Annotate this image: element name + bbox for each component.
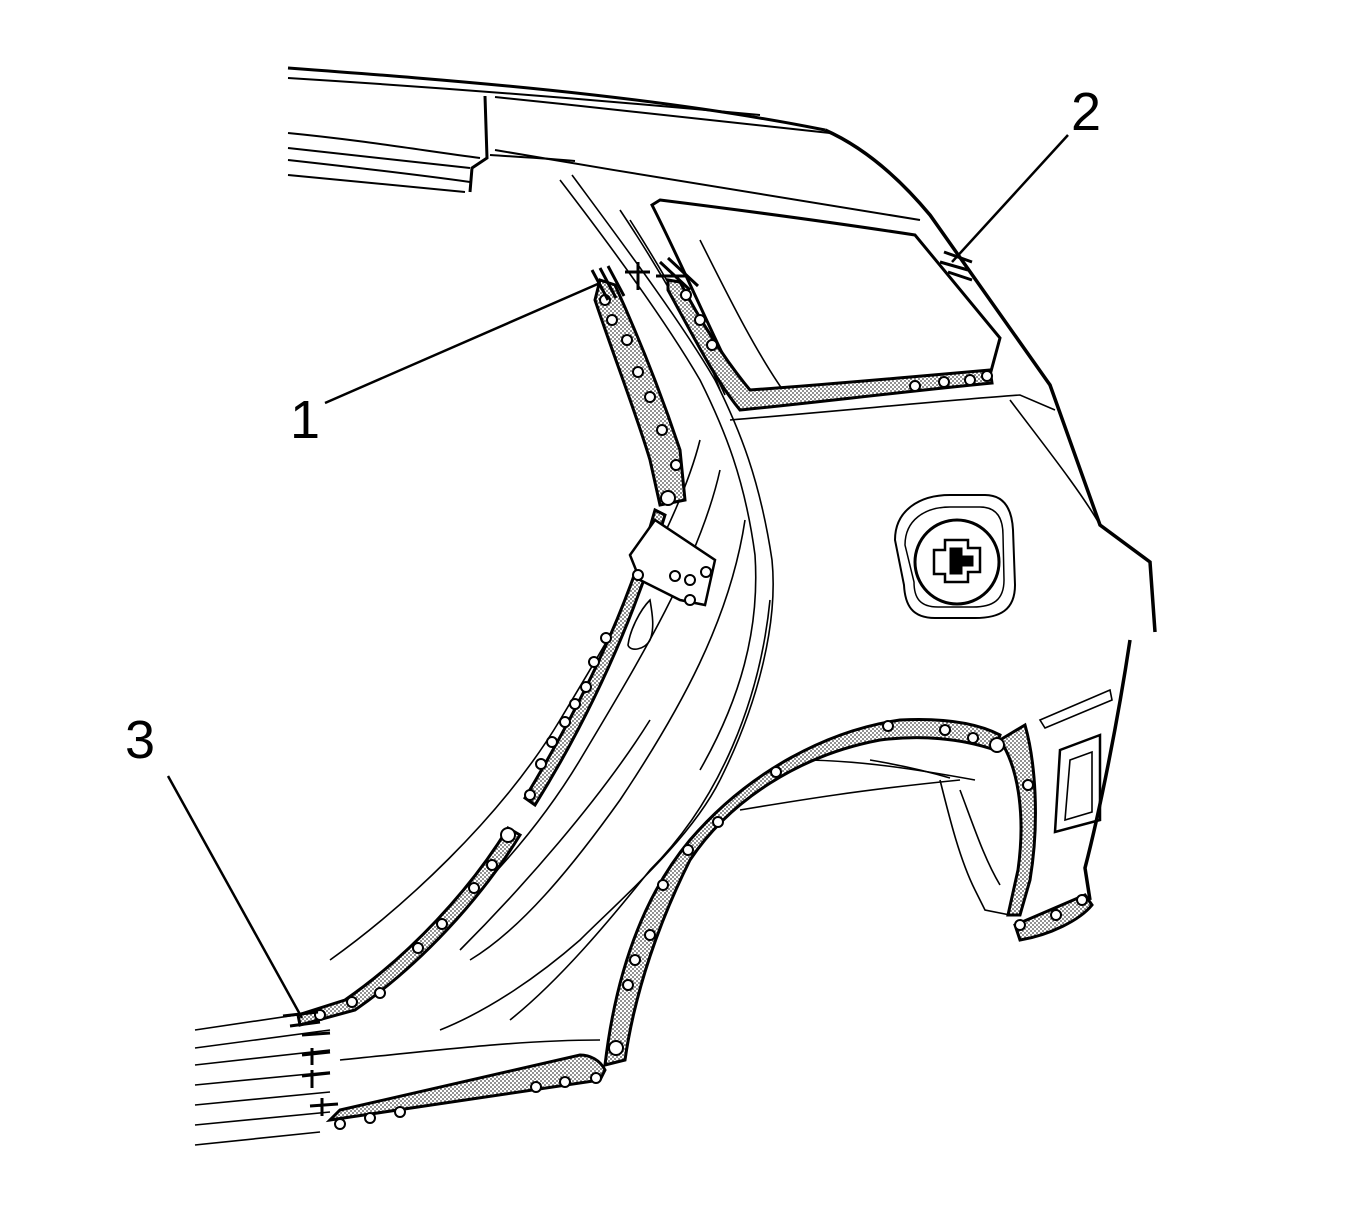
- fuel-door: [893, 494, 1017, 619]
- panel-lines: [194, 174, 1113, 1146]
- leader-lines: [166, 134, 1069, 1019]
- callout-label-2: 2: [1071, 82, 1102, 142]
- leader-line-2: [951, 134, 1069, 263]
- outer-body-outline: [824, 128, 1157, 901]
- callout-label-1: 1: [290, 390, 321, 450]
- sealer-bands: [296, 278, 1094, 1123]
- leader-line-3: [166, 775, 304, 1019]
- callout-label-3: 3: [125, 710, 156, 770]
- cut-marks: [282, 250, 973, 1116]
- spot-welds: [314, 289, 1088, 1130]
- leader-line-1: [324, 281, 601, 405]
- roof-rail: [287, 66, 921, 221]
- quarter-window: [650, 198, 1002, 397]
